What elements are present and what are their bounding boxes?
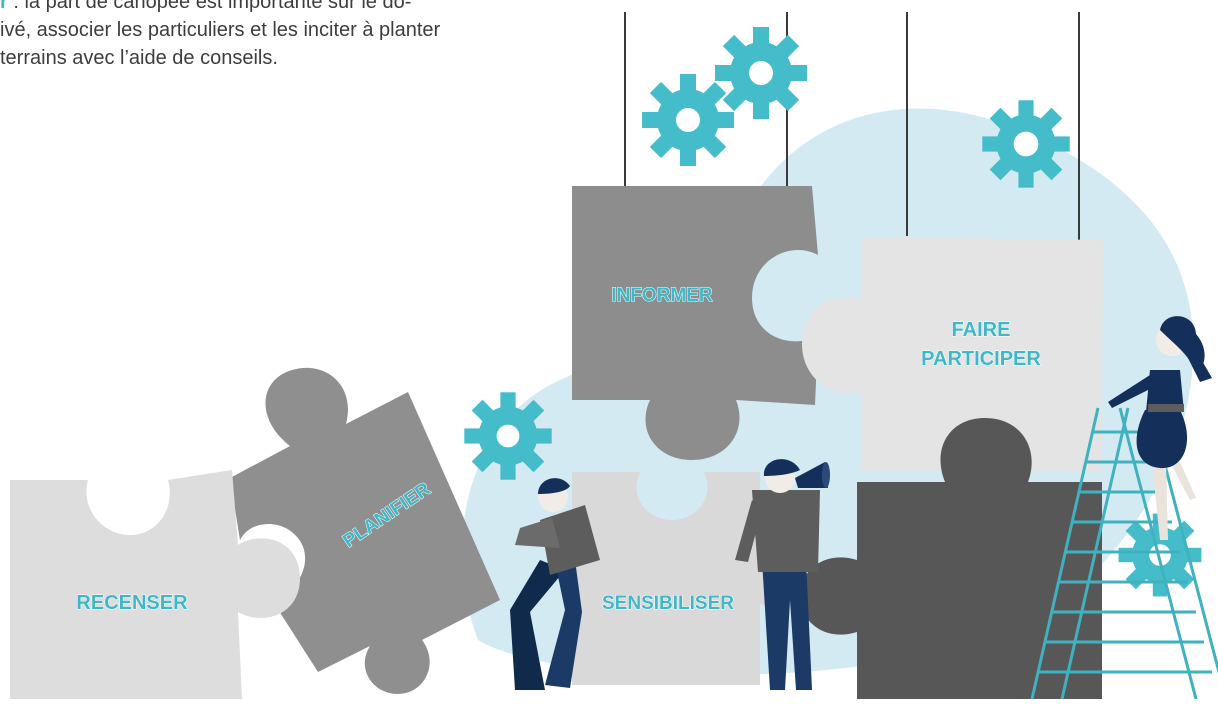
intro-keyword: r <box>0 0 8 13</box>
puzzle-piece-informer <box>572 186 818 460</box>
person-on-ladder <box>1108 316 1212 540</box>
label-faire: FAIRE <box>952 319 1011 341</box>
intro-paragraph: r : la part de canopée est importante su… <box>0 0 441 72</box>
gear-icon <box>464 392 552 480</box>
label-participer: PARTICIPER <box>921 348 1041 370</box>
gear-icon <box>982 100 1070 188</box>
intro-line-3: terrains avec l’aide de conseils. <box>0 47 278 69</box>
gear-icon <box>642 74 734 166</box>
intro-line-1-text: : la part de canopée est importante sur … <box>7 0 412 13</box>
intro-line-1: r : la part de canopée est importante su… <box>0 0 411 16</box>
puzzle-piece-recenser <box>10 470 300 699</box>
gear-icon <box>1118 513 1202 597</box>
person-leaning <box>510 478 600 690</box>
label-sensibiliser: SENSIBILISER <box>602 593 734 614</box>
intro-line-2: ivé, associer les particuliers et les in… <box>0 19 441 41</box>
puzzle-piece-faire-participer <box>802 237 1103 472</box>
gear-icon <box>715 27 807 119</box>
label-recenser: RECENSER <box>76 592 188 614</box>
label-informer: INFORMER <box>611 285 713 306</box>
puzzle-piece-planifier <box>230 367 500 694</box>
megaphone-icon <box>795 462 828 488</box>
person-megaphone <box>735 459 830 690</box>
puzzle-piece-dark <box>800 418 1102 699</box>
